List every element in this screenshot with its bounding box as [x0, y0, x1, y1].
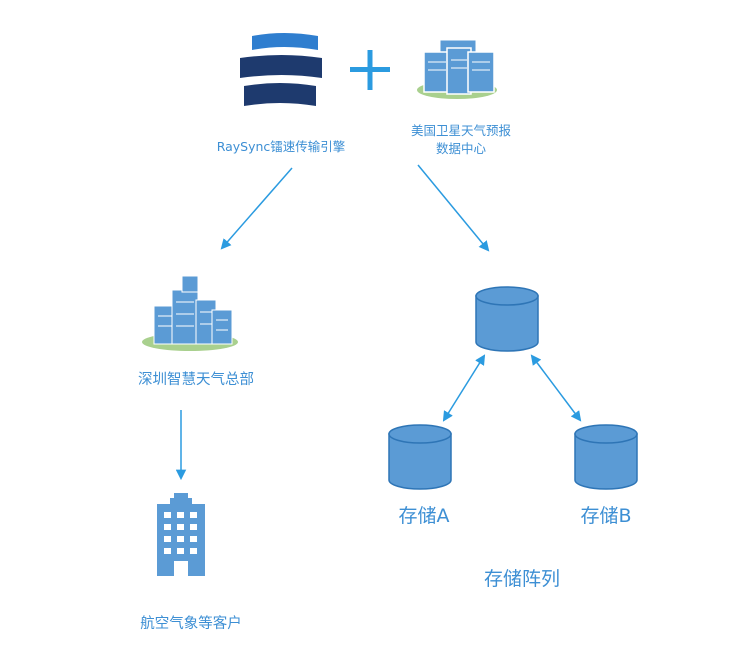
- data-center-label-line2: 数据中心: [436, 141, 487, 156]
- arrow-storage-main-to-b: [530, 354, 582, 422]
- storage-b-label: 存储B: [580, 505, 631, 527]
- data-center-label-line1: 美国卫星天气预报: [411, 123, 512, 138]
- arrow-storage-main-to-a: [442, 354, 486, 422]
- plus-icon: [350, 50, 390, 90]
- office-building-icon: [157, 493, 205, 576]
- arrow-to-shenzhen: [220, 167, 293, 250]
- storage-a-database-icon: [388, 424, 452, 490]
- aviation-label: 航空气象等客户: [140, 614, 242, 632]
- storage-main-database-icon: [475, 286, 539, 352]
- storage-array-label: 存储阵列: [484, 568, 560, 590]
- storage-b-database-icon: [574, 424, 638, 490]
- storage-a-label: 存储A: [399, 505, 450, 527]
- raysync-logo-icon: [240, 33, 322, 106]
- server-cluster-icon: [417, 39, 497, 99]
- city-buildings-icon: [142, 275, 238, 351]
- shenzhen-label: 深圳智慧天气总部: [138, 371, 254, 388]
- arrow-to-storage: [417, 164, 490, 252]
- raysync-label: RaySync镭速传输引擎: [217, 139, 346, 154]
